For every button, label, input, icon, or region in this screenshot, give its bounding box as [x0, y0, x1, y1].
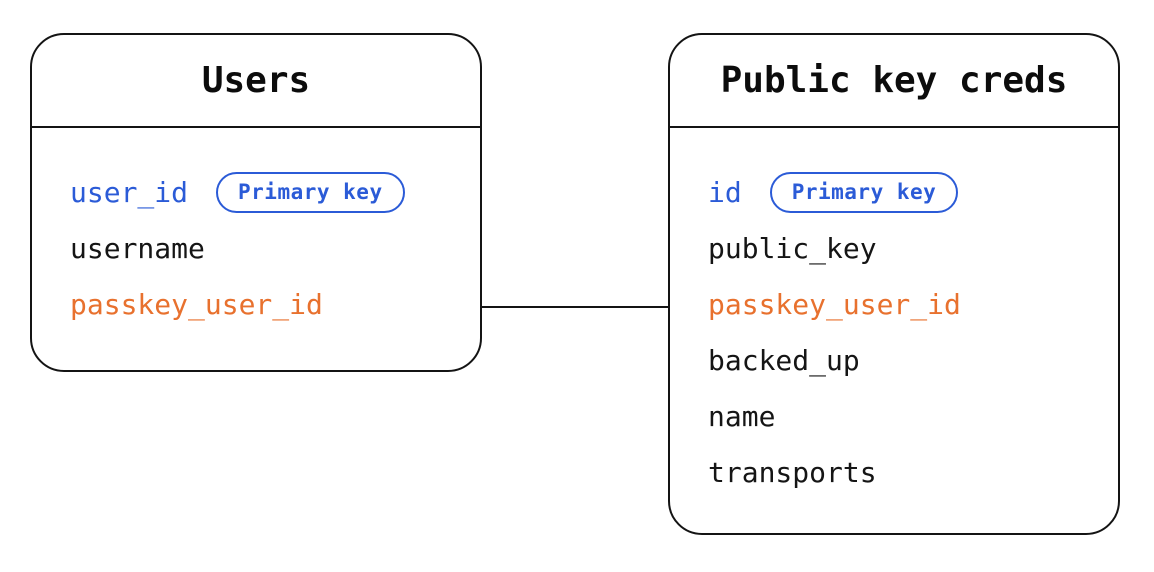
- table-title: Users: [201, 60, 311, 101]
- field-name-passkey-user-id: passkey_user_id: [70, 287, 323, 321]
- table-public-key-creds-fields: id Primary key public_key passkey_user_i…: [670, 128, 1118, 500]
- table-public-key-creds: Public key creds id Primary key public_k…: [668, 33, 1120, 535]
- field-name-id: id: [708, 175, 742, 209]
- field-name-public-key: public_key: [708, 231, 877, 265]
- table-public-key-creds-header: Public key creds: [670, 35, 1118, 128]
- relationship-line: [482, 306, 668, 308]
- field-row: passkey_user_id: [32, 276, 480, 332]
- table-title: Public key creds: [720, 60, 1068, 101]
- field-row: backed_up: [670, 332, 1118, 388]
- primary-key-badge: Primary key: [769, 171, 959, 213]
- field-name-user-id: user_id: [70, 175, 189, 209]
- field-name-name: name: [708, 399, 776, 433]
- field-row: passkey_user_id: [670, 276, 1118, 332]
- table-users-header: Users: [32, 35, 480, 128]
- table-users: Users user_id Primary key username passk…: [30, 33, 482, 372]
- field-row: user_id Primary key: [32, 164, 480, 220]
- field-name-passkey-user-id: passkey_user_id: [708, 287, 961, 321]
- field-name-transports: transports: [708, 455, 877, 489]
- field-row: username: [32, 220, 480, 276]
- field-name-backed-up: backed_up: [708, 343, 860, 377]
- field-name-username: username: [70, 231, 205, 265]
- field-row: id Primary key: [670, 164, 1118, 220]
- table-users-fields: user_id Primary key username passkey_use…: [32, 128, 480, 332]
- field-row: transports: [670, 444, 1118, 500]
- primary-key-badge: Primary key: [216, 171, 405, 213]
- field-row: public_key: [670, 220, 1118, 276]
- field-row: name: [670, 388, 1118, 444]
